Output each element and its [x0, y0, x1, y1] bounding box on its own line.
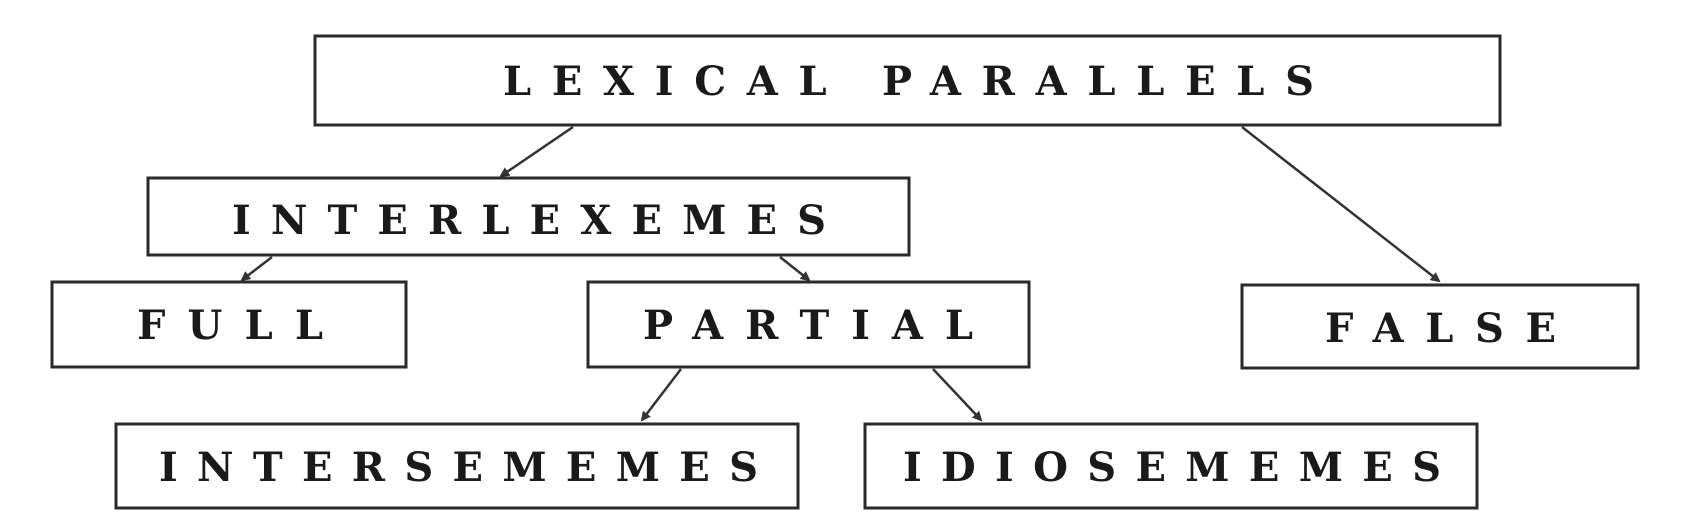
edge-root-false [1241, 126, 1441, 283]
node-interlexemes: INTERLEXEMES [146, 176, 911, 257]
node-full: FULL [50, 280, 408, 369]
edge-interlexemes-full [240, 256, 273, 282]
edge-partial-idiosememes [932, 368, 983, 422]
edge-interlexemes-partial [779, 256, 811, 282]
node-partial: PARTIAL [586, 280, 1031, 369]
node-lexical-parallels: LEXICAL PARALLELS [313, 34, 1502, 127]
edge-root-interlexemes [499, 125, 574, 178]
edge-partial-intersememes [640, 368, 682, 422]
node-idiosememes: IDIOSEMEMES [863, 422, 1479, 510]
node-label: INTERSEMEMES [159, 444, 758, 491]
node-false: FALSE [1240, 283, 1640, 370]
node-label: LEXICAL PARALLELS [503, 58, 1314, 105]
node-label: PARTIAL [643, 302, 973, 349]
node-intersememes: INTERSEMEMES [114, 422, 800, 510]
